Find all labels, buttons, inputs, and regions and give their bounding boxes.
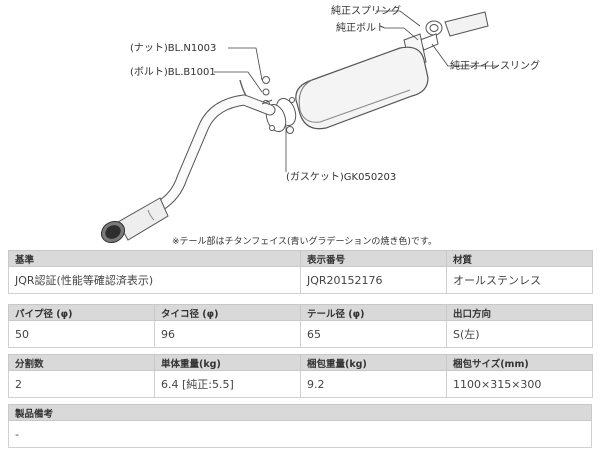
header-package-weight: 梱包重量(kg): [300, 354, 447, 371]
value-standard: JQR認証(性能等確認済表示): [8, 266, 301, 294]
header-unit-weight: 単体重量(kg): [154, 354, 301, 371]
label-nut: (ナット)BL.N1003: [130, 42, 216, 54]
header-material: 材質: [446, 250, 593, 267]
value-package-size: 1100×315×300: [446, 370, 593, 398]
value-display-number: JQR20152176: [300, 266, 447, 294]
value-muffler-diameter: 96: [154, 320, 301, 348]
spec-table-dimensions: パイプ径 (φ) タイコ径 (φ) テール径 (φ) 出口方向 50 96 65…: [8, 304, 593, 348]
spec-table-remarks: 製品備考 -: [8, 404, 592, 448]
value-pipe-diameter: 50: [8, 320, 155, 348]
leader-lines: [214, 10, 498, 172]
tail-pipe: [100, 197, 169, 244]
header-remarks: 製品備考: [8, 404, 592, 421]
label-oem-bolt: 純正ボルト: [336, 21, 386, 34]
muffler: [295, 46, 429, 130]
value-exit-direction: S(左): [446, 320, 593, 348]
value-material: オールステンレス: [446, 266, 593, 294]
label-gasket: (ガスケット)GK050203: [286, 171, 396, 183]
value-remarks: -: [8, 420, 592, 448]
header-sections: 分割数: [8, 354, 155, 371]
label-bolt: (ボルト)BL.B1001: [130, 66, 216, 78]
header-display-number: 表示番号: [300, 250, 447, 267]
value-tail-diameter: 65: [300, 320, 447, 348]
exhaust-diagram: 純正スプリング 純正ボルト 純正オイレスリング (ナット)BL.N1003 (ボ…: [100, 4, 540, 244]
label-oil-ring: 純正オイレスリング: [450, 59, 540, 72]
label-oem-spring: 純正スプリング: [331, 4, 401, 17]
header-tail-diameter: テール径 (φ): [300, 304, 447, 321]
header-package-size: 梱包サイズ(mm): [446, 354, 593, 371]
rear-pipe: [154, 79, 276, 212]
value-sections: 2: [8, 370, 155, 398]
header-muffler-diameter: タイコ径 (φ): [154, 304, 301, 321]
spec-table-weight: 分割数 単体重量(kg) 梱包重量(kg) 梱包サイズ(mm) 2 6.4 [純…: [8, 354, 593, 398]
header-standard: 基準: [8, 250, 301, 267]
hardware-parts: [261, 76, 273, 105]
tail-note: ※テール部はチタンフェイス(青いグラデーションの焼き色)です。: [172, 237, 437, 247]
value-package-weight: 9.2: [300, 370, 447, 398]
header-exit-direction: 出口方向: [446, 304, 593, 321]
header-pipe-diameter: パイプ径 (φ): [8, 304, 155, 321]
value-unit-weight: 6.4 [純正:5.5]: [154, 370, 301, 398]
spec-table-standard: 基準 表示番号 材質 JQR認証(性能等確認済表示) JQR20152176 オ…: [8, 250, 593, 294]
front-pipe: [419, 11, 489, 51]
